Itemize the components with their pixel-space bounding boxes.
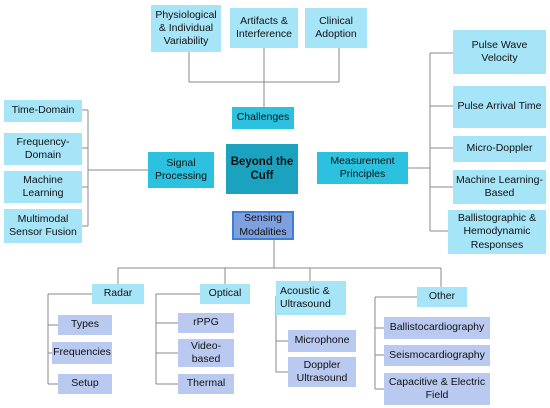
other-capacitive-electric-field: Capacitive & Electric Field (384, 373, 490, 405)
radar-types: Types (58, 315, 112, 335)
sensing-modalities-node: Sensing Modalities (232, 211, 294, 240)
measurement-micro-doppler: Micro-Doppler (453, 136, 546, 162)
signal-processing-node: Signal Processing (148, 152, 214, 188)
measurement-principles-node: Measurement Principles (317, 152, 408, 184)
measurement-machine-learning-based: Machine Learning-Based (453, 170, 546, 204)
radar-node: Radar (92, 284, 144, 304)
other-ballistocardiography: Ballistocardiography (384, 317, 490, 339)
signal-machine-learning: Machine Learning (4, 171, 82, 203)
measurement-pulse-arrival-time: Pulse Arrival Time (453, 86, 546, 128)
other-node: Other (417, 287, 467, 307)
challenge-physiological-variability: Physiological & Individual Variability (151, 5, 221, 52)
optical-rppg: rPPG (178, 313, 234, 333)
radar-setup: Setup (58, 374, 112, 394)
acoustic-doppler-ultrasound: Doppler Ultrasound (288, 357, 356, 387)
challenge-clinical-adoption: Clinical Adoption (305, 8, 367, 48)
other-seismocardiography: Seismocardiography (384, 345, 490, 366)
radar-frequencies: Frequencies (52, 342, 112, 364)
signal-multimodal-fusion: Multimodal Sensor Fusion (4, 209, 82, 243)
signal-frequency-domain: Frequency-Domain (4, 133, 82, 165)
acoustic-microphone: Microphone (288, 330, 356, 352)
center-node: Beyond the Cuff (226, 144, 298, 194)
optical-node: Optical (200, 284, 250, 304)
measurement-ballistographic-hemodynamic: Ballistographic & Hemodynamic Responses (448, 210, 546, 254)
optical-thermal: Thermal (178, 374, 234, 394)
optical-video-based: Video-based (178, 339, 234, 367)
acoustic-ultrasound-node: Acoustic & Ultrasound (276, 281, 346, 315)
signal-time-domain: Time-Domain (4, 100, 82, 122)
challenge-artifacts-interference: Artifacts & Interference (230, 8, 298, 48)
challenges-node: Challenges (232, 107, 294, 129)
measurement-pulse-wave-velocity: Pulse Wave Velocity (453, 30, 546, 74)
